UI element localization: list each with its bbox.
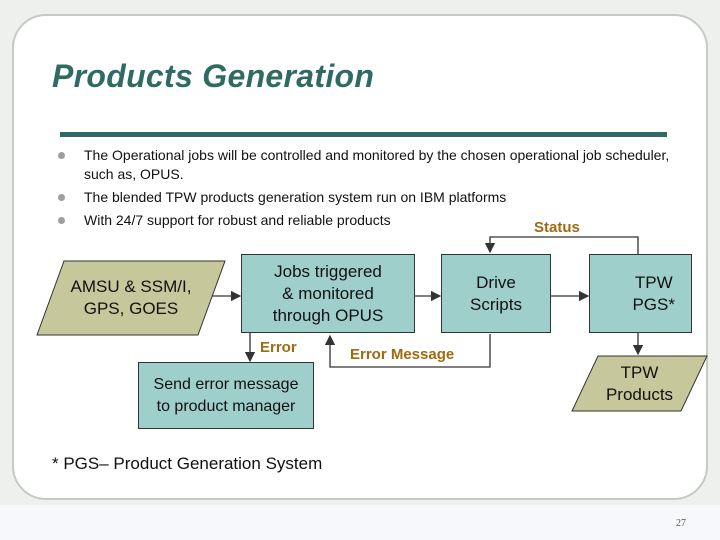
parallelogram-shape (36, 260, 226, 336)
jobs-label: Jobs triggered & monitored through OPUS (272, 261, 384, 325)
arrow-status-feedback (484, 236, 639, 254)
input-data-node: AMSU & SSM/I, GPS, GOES (36, 260, 226, 336)
arrow-error-message (324, 334, 491, 368)
pgs-label: TPW PGS* (632, 272, 675, 314)
bullet-text: With 24/7 support for robust and reliabl… (84, 212, 391, 228)
bullet-text: The Operational jobs will be controlled … (84, 147, 670, 182)
parallelogram-shape (571, 355, 708, 412)
title-underline (60, 132, 667, 137)
page-number: 27 (676, 518, 686, 529)
input-data-label: AMSU & SSM/I, GPS, GOES (70, 277, 192, 318)
bullet-dot-icon (58, 217, 65, 224)
slide-title: Products Generation (52, 58, 375, 94)
error-handler-label: Send error message to product manager (153, 375, 299, 415)
products-node: TPW Products (571, 355, 708, 412)
footnote: * PGS– Product Generation System (52, 454, 323, 473)
pgs-node: TPW PGS* (589, 254, 692, 333)
bullet-text: The blended TPW products generation syst… (84, 189, 507, 205)
jobs-node: Jobs triggered & monitored through OPUS (241, 254, 415, 333)
footer-bar (0, 505, 720, 540)
error-message-label: Error Message (350, 346, 455, 363)
bullet-list: The Operational jobs will be controlled … (58, 146, 688, 234)
error-label: Error (260, 339, 297, 356)
bullet-item: The Operational jobs will be controlled … (58, 146, 688, 184)
error-handler-node: Send error message to product manager (138, 362, 314, 429)
drive-scripts-node: Drive Scripts (441, 254, 551, 333)
bullet-dot-icon (58, 152, 65, 159)
bullet-item: With 24/7 support for robust and reliabl… (58, 211, 688, 230)
status-label: Status (534, 219, 580, 236)
bullet-dot-icon (58, 194, 65, 201)
products-label: TPW Products (605, 362, 674, 404)
bullet-item: The blended TPW products generation syst… (58, 188, 688, 207)
drive-scripts-label: Drive Scripts (470, 272, 522, 314)
